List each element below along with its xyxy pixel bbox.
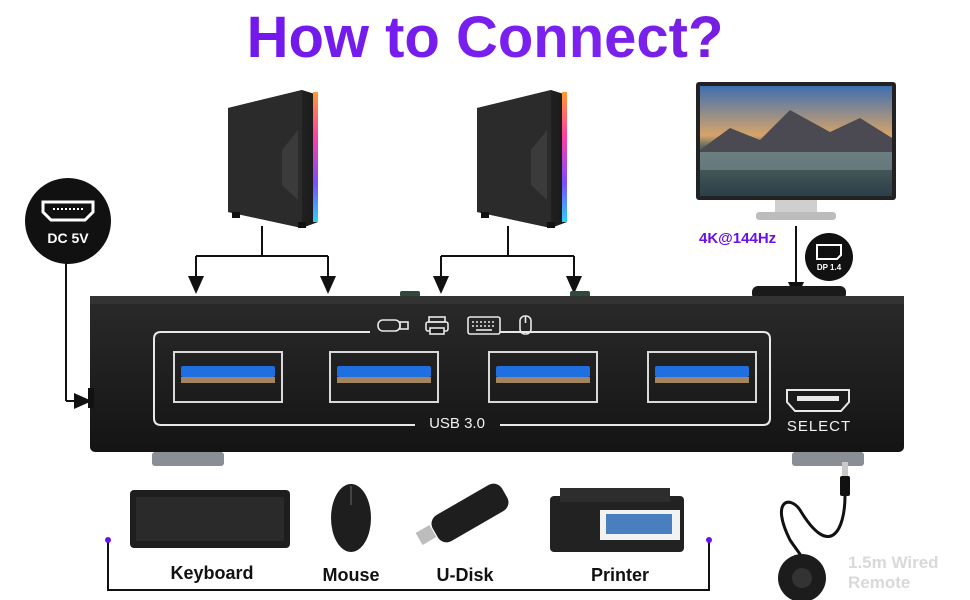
- keyboard-icon: [130, 490, 290, 548]
- select-port-icon: [786, 389, 850, 412]
- mouse-label: Mouse: [322, 565, 380, 585]
- pc-tower-1-icon: [228, 90, 318, 228]
- power-label: DC 5V: [47, 230, 89, 246]
- mouse-icon: [331, 484, 371, 552]
- usb-drive-icon: [415, 483, 509, 546]
- power-badge: [25, 178, 111, 264]
- remote-label: 1.5m Wired Remote: [848, 553, 939, 592]
- dp-port-label: DP 1.4: [816, 263, 842, 272]
- hdmi-port-icon: [41, 200, 95, 222]
- keyboard-icon: [467, 316, 501, 335]
- dp-port-icon: [816, 244, 842, 260]
- keyboard-label: Keyboard: [170, 563, 254, 583]
- pc-tower-2-icon: [477, 90, 567, 228]
- usb-port-1-icon: [173, 351, 283, 403]
- usb-port-3-icon: [488, 351, 598, 403]
- printer-label: Printer: [590, 565, 650, 585]
- usb-version-label: USB 3.0: [429, 415, 485, 432]
- printer-icon: [550, 488, 684, 552]
- usb-port-4-icon: [647, 351, 757, 403]
- resolution-label: 4K@144Hz: [699, 230, 777, 247]
- monitor-icon: [696, 82, 896, 220]
- u-disk-label: U-Disk: [436, 565, 494, 585]
- printer-icon: [425, 316, 449, 335]
- usb-stick-icon: [377, 319, 409, 332]
- pc-connection-lines: [65, 226, 804, 409]
- mouse-icon: [519, 315, 532, 335]
- page-title: How to Connect?: [0, 4, 970, 71]
- usb-port-2-icon: [329, 351, 439, 403]
- peripheral-bracket: [105, 537, 712, 591]
- dp-port-badge: [805, 233, 853, 281]
- select-label: SELECT: [786, 418, 852, 435]
- wired-remote-icon: [778, 462, 850, 600]
